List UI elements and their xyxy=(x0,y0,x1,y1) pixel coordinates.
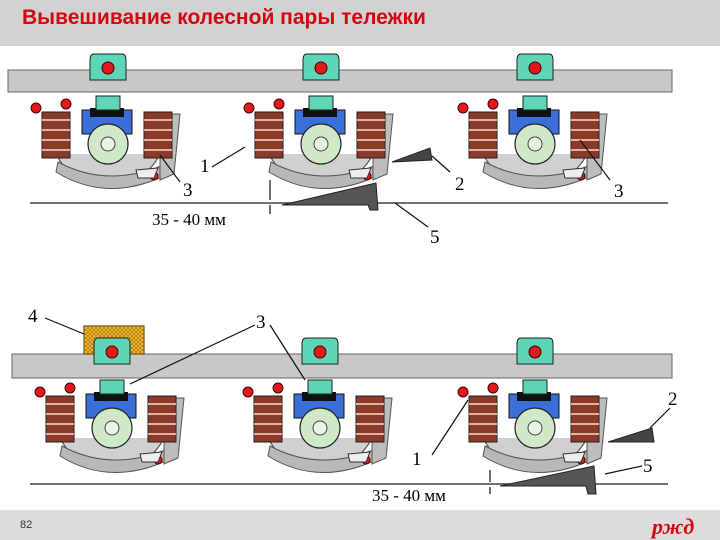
top-label-3a: 3 xyxy=(183,180,193,201)
bottom-diagram: 4 3 1 2 5 35 - 40 мм xyxy=(11,306,678,505)
top-label-1: 1 xyxy=(200,156,210,177)
footer-bar xyxy=(0,510,720,540)
bottom-label-2: 2 xyxy=(668,389,678,410)
slide-title: Вывешивание колесной пары тележки xyxy=(22,6,426,29)
bottom-label-3: 3 xyxy=(256,312,266,333)
top-label-2: 2 xyxy=(455,174,465,195)
top-frame-beam xyxy=(7,69,673,93)
top-diagram: 1 2 3 3 5 35 - 40 мм xyxy=(7,53,673,248)
top-wedge-2 xyxy=(391,147,433,163)
bottom-wedge-5 xyxy=(499,465,597,495)
bottom-label-4: 4 xyxy=(28,306,38,327)
rzd-logo: ржд xyxy=(652,514,695,539)
top-dimension-label: 35 - 40 мм xyxy=(152,210,226,229)
bottom-dimension-label: 35 - 40 мм xyxy=(372,486,446,505)
page-number: 82 xyxy=(20,519,33,531)
top-label-3b: 3 xyxy=(614,181,624,202)
title-bar xyxy=(0,0,720,46)
bottom-label-1: 1 xyxy=(412,449,422,470)
top-label-5: 5 xyxy=(430,227,440,248)
bottom-wedge-2 xyxy=(607,427,655,443)
bottom-label-5: 5 xyxy=(643,456,653,477)
top-wedge-5 xyxy=(281,182,379,211)
